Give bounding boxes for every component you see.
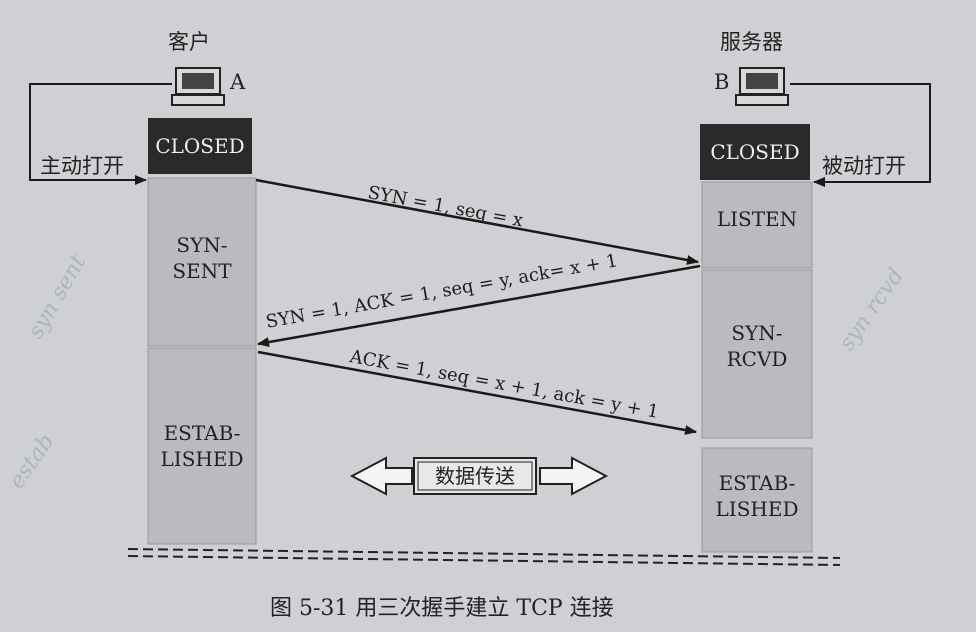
server-state-listen: LISTEN xyxy=(716,207,798,231)
handwritten-note-left-2: estab xyxy=(4,430,59,494)
passive-open-label: 被动打开 xyxy=(822,154,906,178)
client-state-synsent-line2: SENT xyxy=(172,259,232,283)
client-host-label: A xyxy=(230,70,246,94)
baseline-dashed-2 xyxy=(127,555,841,566)
client-synsent-box xyxy=(147,177,257,347)
handwritten-note-left-1: syn sent xyxy=(24,251,92,343)
server-established-box xyxy=(701,447,813,553)
syn-ack-arrow xyxy=(257,264,701,348)
client-closed-box xyxy=(148,118,252,174)
server-state-closed: CLOSED xyxy=(710,140,800,164)
syn-arrow xyxy=(255,178,699,265)
client-established-box xyxy=(147,347,257,545)
server-synrcvd-box xyxy=(701,269,813,439)
client-computer-icon xyxy=(171,67,225,106)
baseline-dashed-1 xyxy=(127,548,841,559)
server-host-label: B xyxy=(714,70,730,94)
server-state-established-line2: LISHED xyxy=(715,497,799,521)
client-state-established: ESTAB- LISHED xyxy=(148,420,256,472)
figure-caption: 图 5-31 用三次握手建立 TCP 连接 xyxy=(270,596,614,621)
client-open-loop xyxy=(29,83,172,185)
server-state-synrcvd-line1: SYN- xyxy=(731,321,783,345)
data-transfer-label: 数据传送 xyxy=(435,464,515,488)
handwritten-note-right: syn rcvd xyxy=(834,264,909,356)
server-closed-box xyxy=(700,124,810,180)
client-state-established-line1: ESTAB- xyxy=(163,421,241,445)
server-open-loop xyxy=(790,83,931,187)
client-state-closed: CLOSED xyxy=(155,134,245,158)
server-state-synrcvd-line2: RCVD xyxy=(726,347,788,371)
server-state-established-line1: ESTAB- xyxy=(718,471,796,495)
client-state-established-line2: LISHED xyxy=(160,447,244,471)
ack-arrow xyxy=(257,350,697,435)
client-state-synsent-line1: SYN- xyxy=(176,233,228,257)
server-title: 服务器 xyxy=(720,30,783,54)
server-state-synrcvd: SYN- RCVD xyxy=(702,320,812,372)
server-listen-box xyxy=(701,181,813,269)
client-state-synsent: SYN- SENT xyxy=(148,232,256,284)
server-state-established: ESTAB- LISHED xyxy=(702,470,812,522)
active-open-label: 主动打开 xyxy=(40,154,124,178)
client-title: 客户 xyxy=(168,30,210,54)
data-transfer-arrow xyxy=(349,456,609,496)
server-computer-icon xyxy=(735,67,789,106)
